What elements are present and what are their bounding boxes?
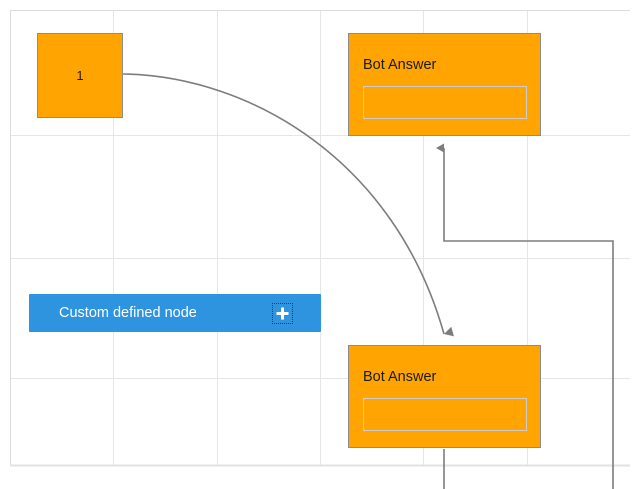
custom-defined-node-label: Custom defined node [59,304,197,321]
bot-answer-node-bottom[interactable]: Bot Answer [348,345,541,448]
bot-answer-node-top[interactable]: Bot Answer [348,33,541,136]
bot-answer-title: Bot Answer [363,57,437,73]
orthogonal-connector-bot-bottom-to-bot-top[interactable] [436,143,614,489]
bot-answer-message-slot[interactable] [363,86,527,119]
bot-answer-message-slot[interactable] [363,398,527,431]
start-node[interactable]: 1 [37,33,123,118]
start-node-label: 1 [76,68,84,83]
curved-connector-start-to-bot-bottom[interactable] [122,73,455,337]
custom-defined-node-bar[interactable]: Custom defined node [29,294,321,332]
plus-icon[interactable] [272,303,293,324]
bot-answer-title: Bot Answer [363,369,437,385]
